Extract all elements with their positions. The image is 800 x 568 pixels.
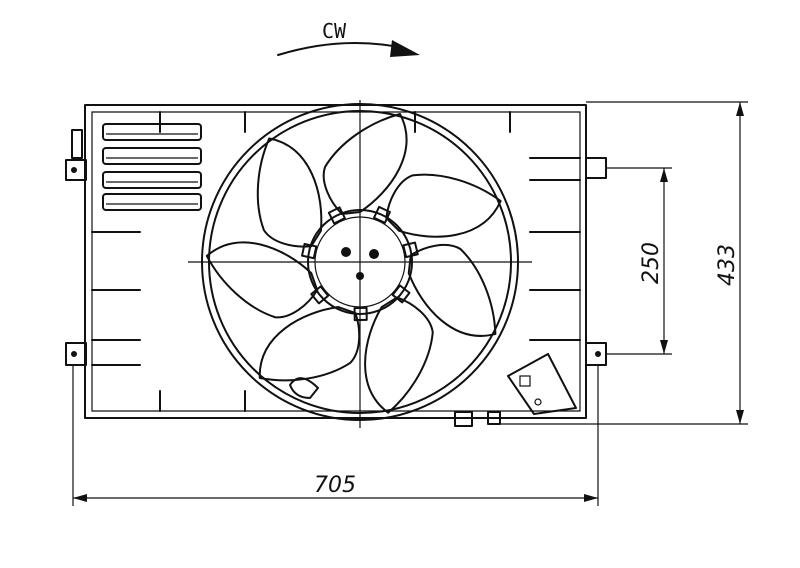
hub-clip [310,285,330,305]
motor-strut [289,377,319,399]
fan-blade [364,296,434,414]
hub-clips [301,205,419,322]
rotation-indicator: CW [277,19,420,57]
fan-blade [322,113,408,215]
bracket-top-left [65,159,87,181]
shroud-ribs [91,111,581,412]
louvre-4 [102,193,202,211]
hub-clip [373,205,391,224]
fan-blade [385,173,502,238]
shroud-inner-edge [91,111,581,412]
louvre-2 [102,147,202,165]
dimension-height: 433 [500,101,748,425]
hub-bolt-2 [369,249,379,259]
louvre-1 [102,123,202,141]
hub-clip [301,242,318,260]
bracket-bottom-left [65,342,87,366]
centre-lines [188,100,532,428]
drain-tab [454,411,473,427]
dimension-width-label: 705 [314,473,356,498]
bracket-tab-left [71,129,83,159]
hub-clip [402,241,419,259]
mounting-brackets [65,129,607,366]
fan-blade [256,137,323,248]
fan-blade [407,243,497,337]
dimension-width: 705 [72,365,599,506]
shroud-outline [84,104,587,419]
louvre-3 [102,171,202,189]
rotation-label: CW [322,19,347,43]
dimension-mount-spacing-label: 250 [639,242,664,284]
rotation-arrow-head-icon [390,40,420,57]
rotation-arrow-shaft [277,42,399,56]
dimension-mount-spacing: 250 [606,167,672,355]
fan-blades [205,113,502,414]
bracket-top-right [585,157,607,179]
fan-blade [205,241,319,319]
hub-bolt-1 [341,247,351,257]
hub-clip [391,284,411,304]
louvre-panel [102,123,202,211]
dimension-height-label: 433 [715,244,740,286]
hub-clip [327,206,346,225]
fan-blade [258,306,361,382]
shroud-frame [65,104,607,427]
connector-housing [454,353,577,427]
